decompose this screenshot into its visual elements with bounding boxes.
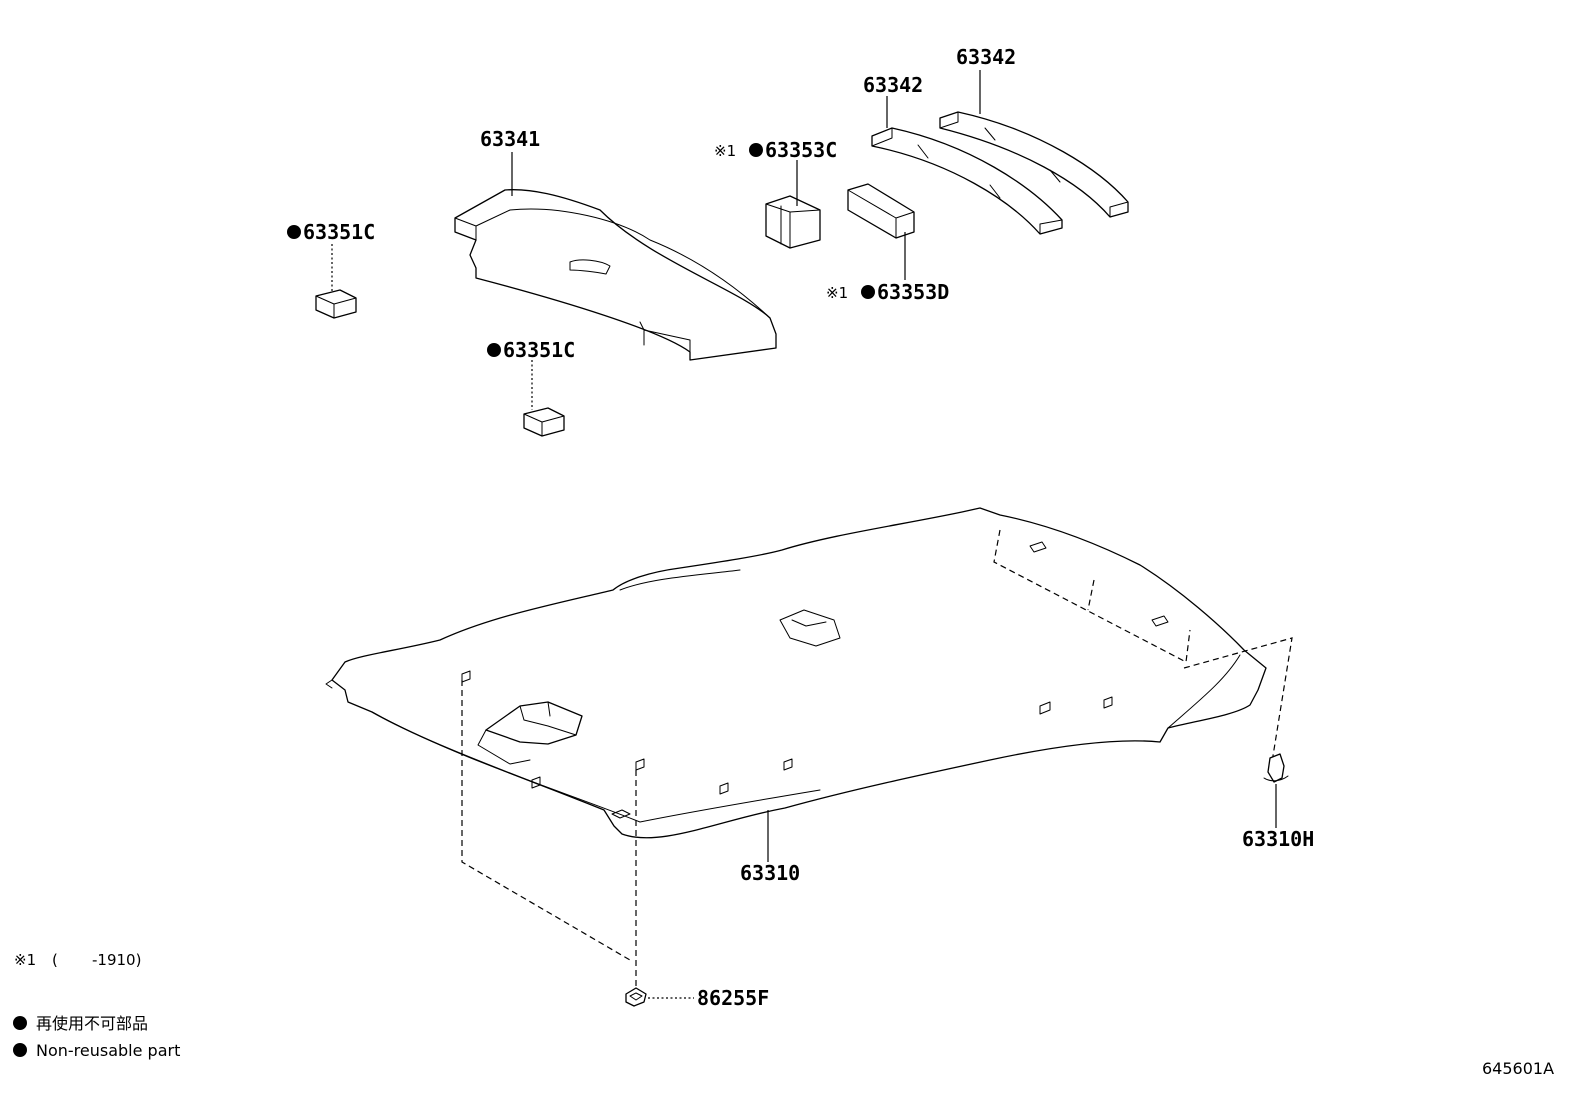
label-63351C-b: 63351C <box>503 338 575 362</box>
footnote-range: -1910) <box>92 951 141 969</box>
footnote-open-paren: ( <box>52 951 58 969</box>
label-63353D: 63353D <box>877 280 949 304</box>
label-63341: 63341 <box>480 127 540 151</box>
non-reusable-dot-63353D <box>861 285 875 299</box>
roof-silencer-strip-63342-right <box>939 111 1129 218</box>
legend: 再使用不可部品 Non-reusable part <box>13 1014 180 1060</box>
spacer-block-63351C-left <box>315 289 357 319</box>
roof-headliner-63310 <box>325 507 1267 839</box>
roof-silencer-strip-63342-left <box>871 127 1063 235</box>
figure-code: 645601A <box>1482 1059 1554 1078</box>
legend-english: Non-reusable part <box>36 1041 180 1060</box>
label-63342-a: 63342 <box>863 73 923 97</box>
clip-63310H-dashed <box>1183 637 1293 763</box>
legend-japanese: 再使用不可部品 <box>36 1014 148 1033</box>
label-63351C-a: 63351C <box>303 220 375 244</box>
spacer-63353D <box>847 183 915 239</box>
silencer-pad-63341 <box>454 189 777 361</box>
label-63353C-mark: ※1 <box>714 142 736 160</box>
footnote-mark: ※1 <box>14 951 36 969</box>
non-reusable-dot-63351C-a <box>287 225 301 239</box>
clip-86255F-dashed-left <box>461 680 631 961</box>
legend-dot-japanese <box>13 1016 27 1030</box>
label-63310H: 63310H <box>1242 827 1314 851</box>
visor-outline-dashed <box>993 529 1191 663</box>
non-reusable-dot-63353C <box>749 143 763 157</box>
non-reusable-dot-63351C-b <box>487 343 501 357</box>
label-63310: 63310 <box>740 861 800 885</box>
footnote-1: ※1 ( -1910) <box>14 951 141 969</box>
label-63353C: 63353C <box>765 138 837 162</box>
legend-dot-english <box>13 1043 27 1057</box>
clip-86255F <box>625 987 647 1007</box>
spacer-block-63351C-lower <box>523 407 565 437</box>
label-63342-b: 63342 <box>956 45 1016 69</box>
label-63353D-mark: ※1 <box>826 284 848 302</box>
spacer-63353C <box>765 195 821 249</box>
clip-63310H <box>1263 753 1289 783</box>
label-86255F: 86255F <box>697 986 769 1010</box>
